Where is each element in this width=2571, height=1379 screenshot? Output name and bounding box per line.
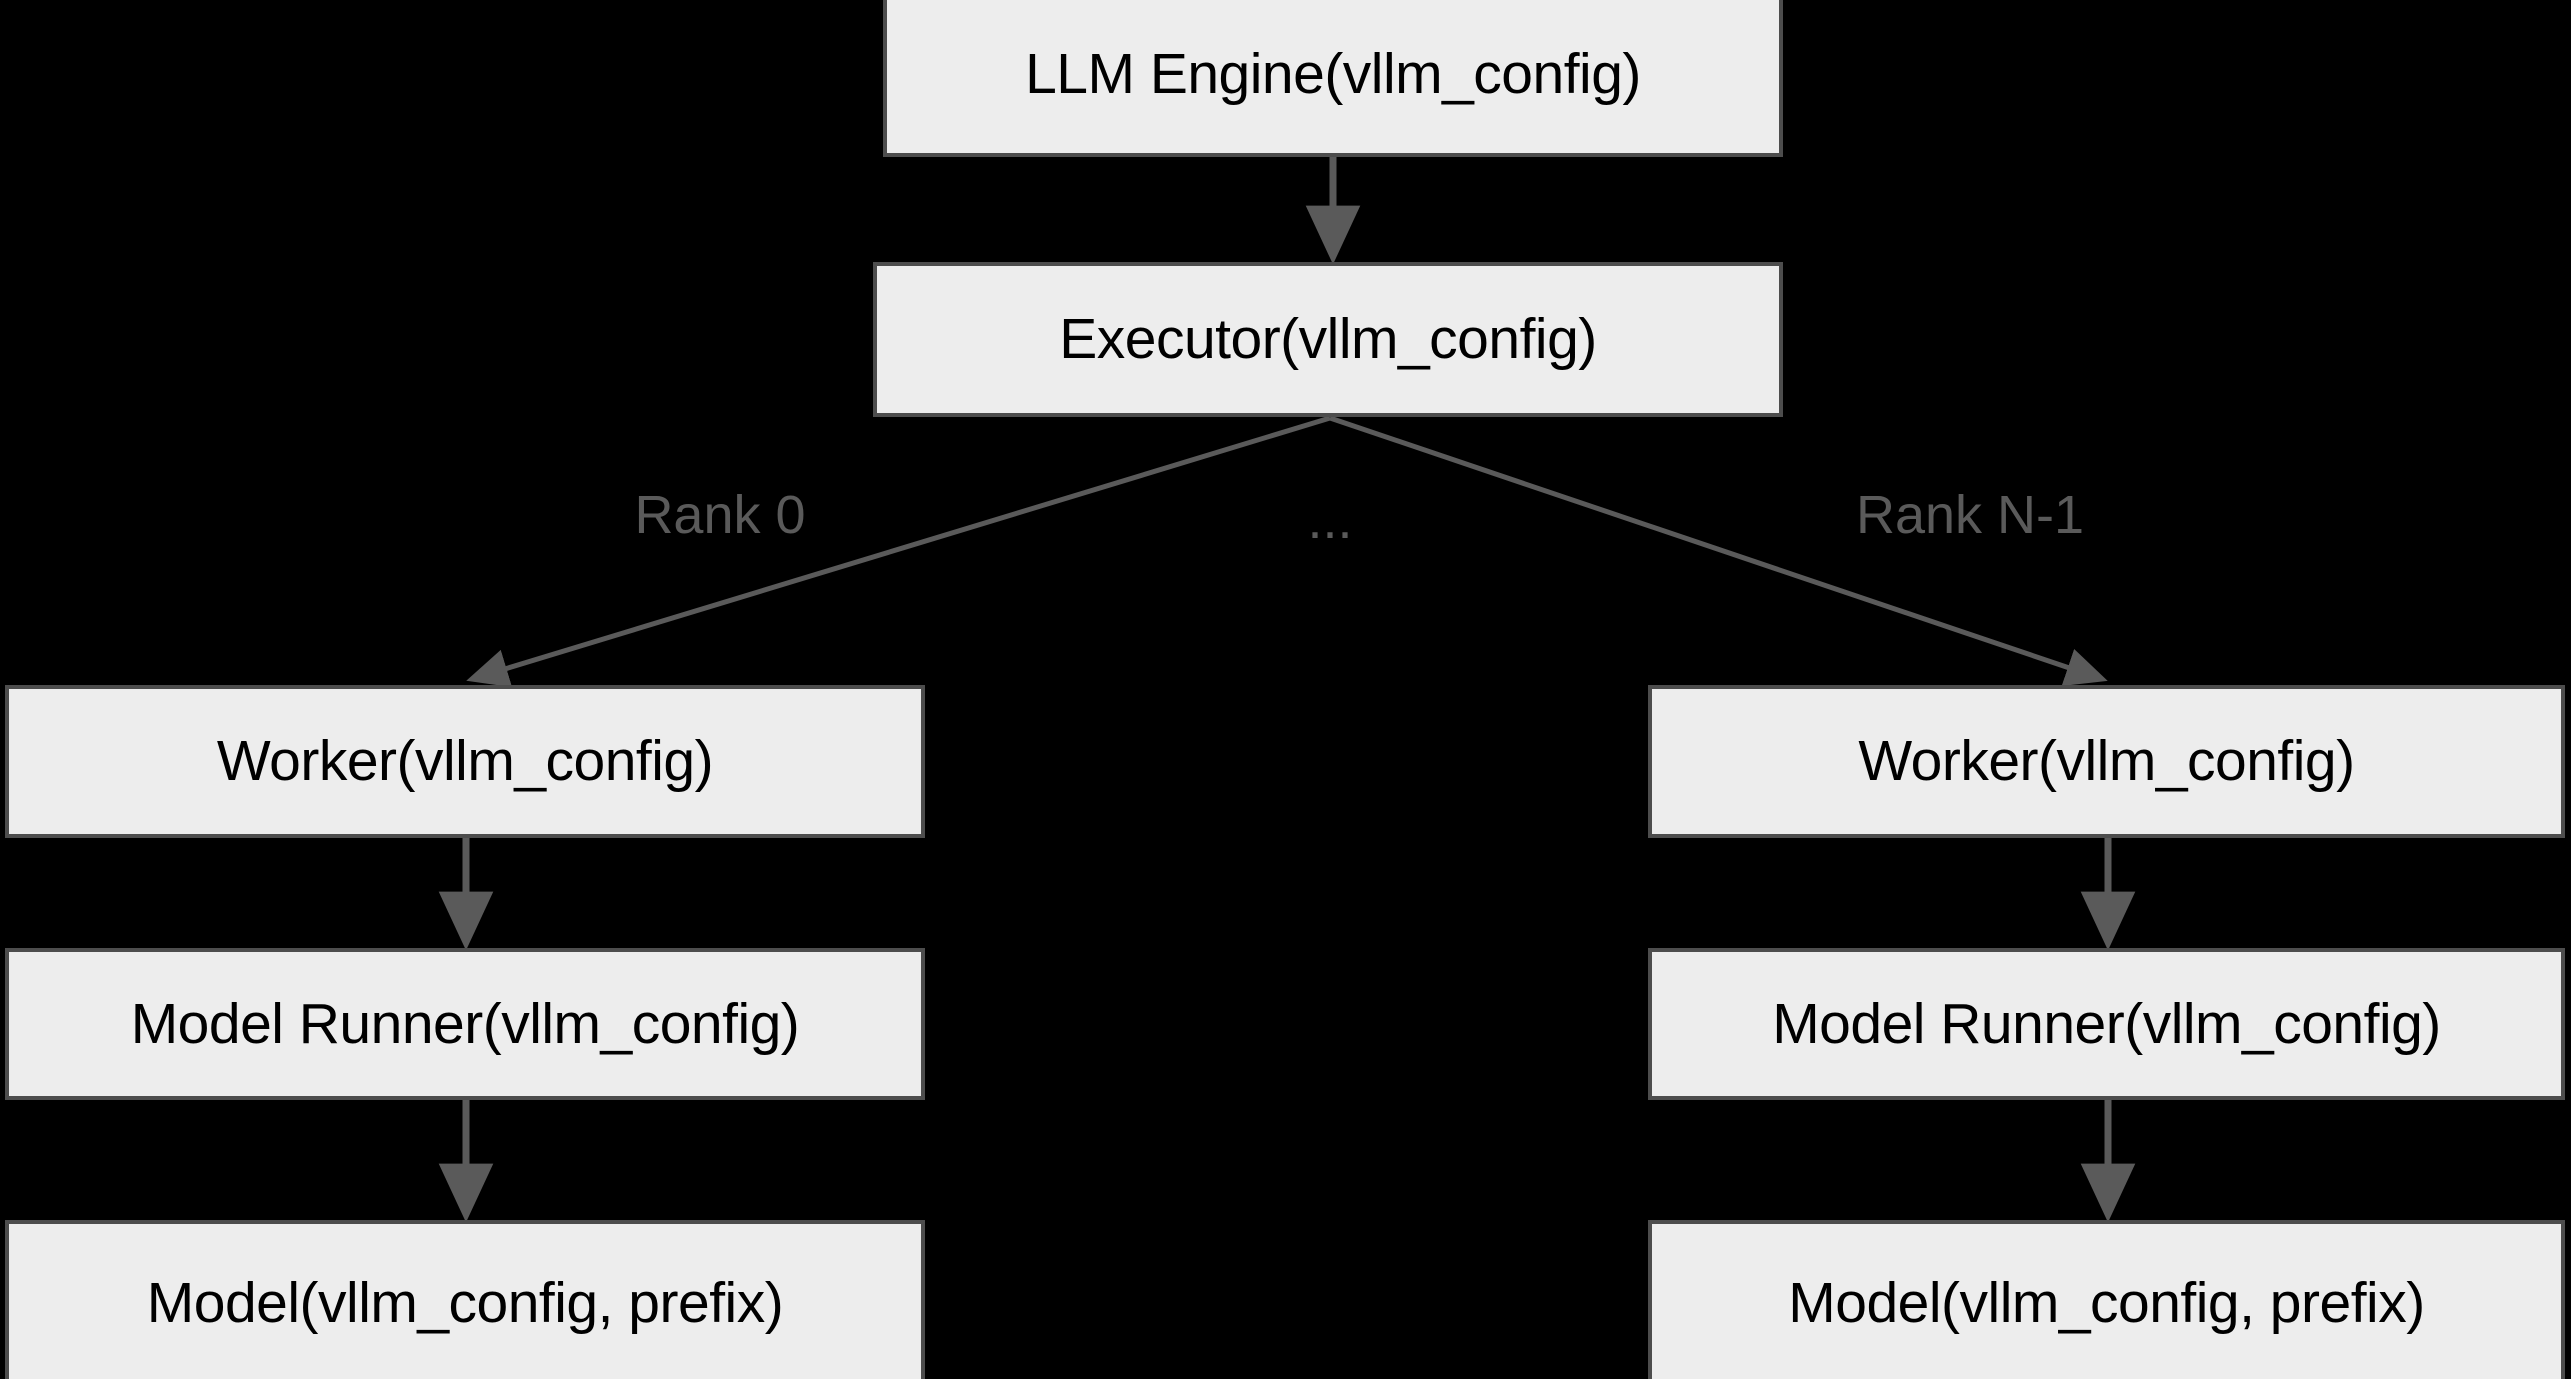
- node-llm-engine[interactable]: LLM Engine(vllm_config): [883, 0, 1783, 157]
- edge-executor-to-worker-rank0: [466, 415, 1331, 688]
- edge-executor-to-worker-rankn: [1329, 415, 2108, 686]
- edge-label-ellipsis: ...: [1307, 490, 1353, 550]
- edge-label-rank-0: Rank 0: [634, 485, 806, 545]
- edge-label-rank-n-minus-1: Rank N-1: [1855, 485, 2085, 545]
- node-model-rank0[interactable]: Model(vllm_config, prefix): [5, 1220, 925, 1379]
- node-model-runner-rankn[interactable]: Model Runner(vllm_config): [1648, 948, 2565, 1100]
- node-worker-rankn[interactable]: Worker(vllm_config): [1648, 685, 2565, 838]
- node-worker-rank0[interactable]: Worker(vllm_config): [5, 685, 925, 838]
- node-model-rankn[interactable]: Model(vllm_config, prefix): [1648, 1220, 2565, 1379]
- node-model-runner-rank0[interactable]: Model Runner(vllm_config): [5, 948, 925, 1100]
- node-executor[interactable]: Executor(vllm_config): [873, 262, 1783, 417]
